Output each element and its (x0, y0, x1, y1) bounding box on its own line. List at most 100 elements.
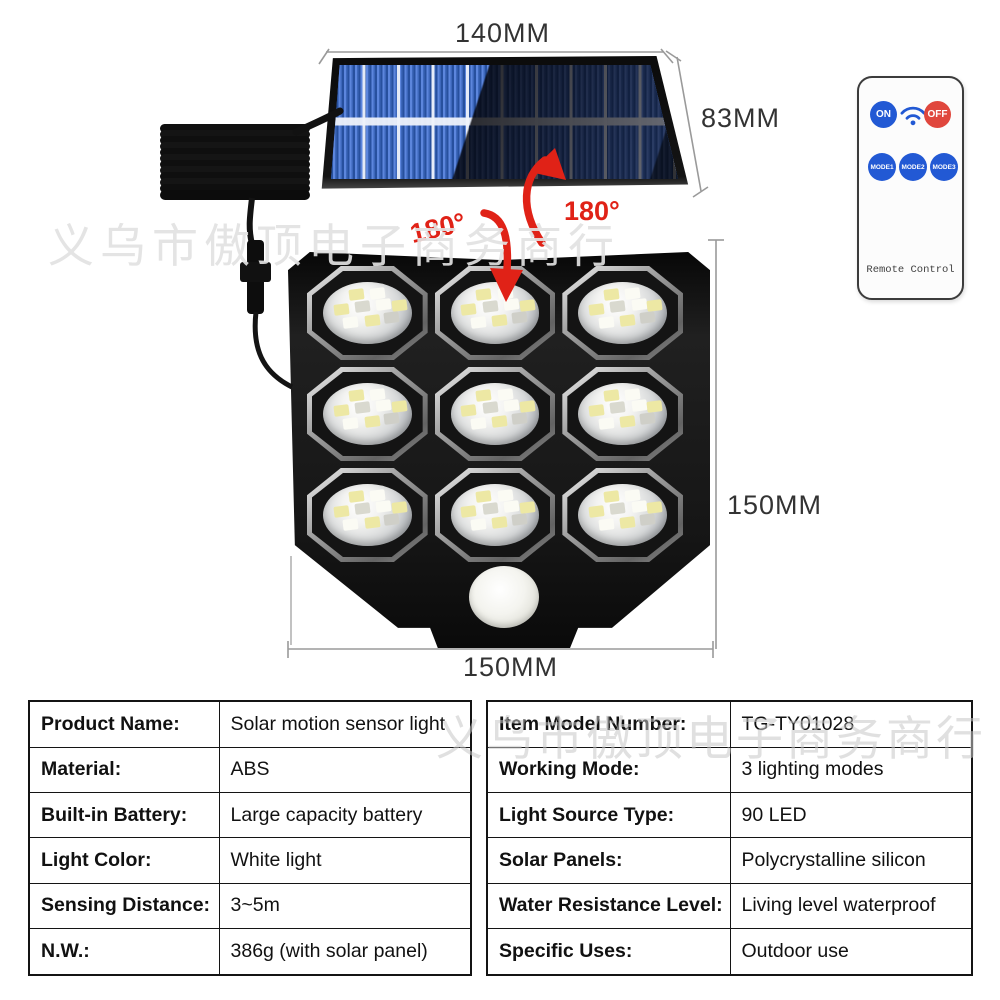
cable-down (246, 197, 255, 245)
table-row: Sensing Distance:3~5m (28, 882, 472, 930)
led-cluster-bezel (439, 271, 551, 355)
led-chip (364, 515, 381, 529)
led-chip (588, 403, 605, 417)
row-label: Working Mode: (486, 746, 731, 794)
pir-sensor-dome (469, 566, 539, 628)
led-cluster (307, 266, 428, 360)
led-chip (369, 387, 386, 401)
led-cluster (434, 266, 556, 360)
led-cluster-bezel (312, 372, 423, 456)
led-lens-dome (323, 484, 412, 546)
led-lens-dome (450, 383, 540, 445)
table-row: Light Color:White light (28, 837, 472, 884)
remote-mode2-button: MODE2 (899, 153, 927, 181)
row-value: Solar motion sensor light (218, 700, 472, 748)
led-lens-dome (578, 484, 667, 546)
row-value: 3~5m (218, 882, 472, 930)
remote-control: ON OFF MODE1 MODE2 MODE3 Remote Control (857, 76, 964, 300)
led-chip (391, 299, 408, 313)
row-label: Sensing Distance: (28, 882, 220, 930)
led-chip (391, 400, 408, 414)
led-chip (598, 417, 615, 431)
led-cluster-bezel (312, 473, 423, 557)
led-chip (354, 401, 371, 415)
remote-off-button: OFF (924, 101, 951, 128)
row-label: Specific Uses: (486, 928, 731, 976)
led-chip (460, 504, 477, 518)
led-lens-dome (578, 282, 667, 344)
led-chip (519, 299, 536, 313)
led-chip (470, 417, 487, 431)
led-chip (603, 389, 620, 403)
led-cluster-bezel (312, 271, 423, 355)
led-chip (481, 401, 499, 415)
led-chip (481, 502, 499, 516)
led-lens-dome (578, 383, 667, 445)
led-chip (470, 518, 487, 532)
led-chip (354, 300, 371, 314)
cable-coil (160, 124, 310, 200)
led-chip (491, 313, 509, 327)
led-chip (391, 501, 408, 515)
led-cluster-bezel (567, 473, 678, 557)
led-chip (511, 412, 528, 426)
table-row: Specific Uses:Outdoor use (486, 928, 973, 976)
row-value: TG-TY01028 (729, 700, 973, 748)
led-chip (609, 502, 626, 516)
led-chip (638, 513, 656, 527)
led-cluster (562, 266, 683, 360)
led-cluster-bezel (567, 271, 678, 355)
led-chip (369, 488, 386, 502)
led-chip (624, 387, 641, 401)
row-label: Water Resistance Level: (486, 882, 731, 930)
led-chip (348, 288, 365, 302)
led-chip (503, 398, 520, 412)
led-chip (630, 398, 648, 412)
led-chip (364, 313, 381, 327)
led-chip (646, 501, 664, 515)
row-label: N.W.: (28, 928, 220, 976)
led-lens-dome (323, 282, 412, 344)
row-value: 90 LED (729, 792, 973, 839)
dimension-label-panel-width: 140MM (455, 18, 551, 48)
led-cluster (562, 367, 683, 461)
cable-to-light (252, 311, 294, 390)
remote-label: Remote Control (866, 264, 955, 276)
led-chip (619, 414, 636, 428)
led-chip (460, 403, 477, 417)
dimension-label-panel-depth: 83MM (701, 103, 781, 133)
table-row: Solar Panels:Polycrystalline silicon (486, 837, 973, 884)
led-chip (342, 316, 360, 330)
led-chip (630, 297, 648, 311)
led-lens-dome (450, 282, 540, 344)
led-chip (348, 490, 365, 504)
led-lens-dome (323, 383, 412, 445)
led-chip (364, 414, 381, 428)
led-chip (624, 488, 641, 502)
row-label: Product Name: (28, 700, 220, 748)
led-chip (333, 302, 350, 316)
led-chip (375, 499, 392, 513)
led-chip (369, 286, 386, 300)
table-row: N.W.:386g (with solar panel) (28, 928, 472, 976)
led-chip (383, 412, 400, 426)
led-chip (519, 400, 536, 414)
led-chip (646, 299, 664, 313)
led-chip (646, 400, 664, 414)
row-value: Large capacity battery (218, 792, 472, 839)
led-chip (588, 504, 605, 518)
led-chip (342, 417, 360, 431)
led-chip (475, 490, 493, 504)
led-chip (481, 300, 499, 314)
led-cluster (434, 468, 556, 562)
led-lens-dome (450, 484, 540, 546)
led-chip (460, 302, 477, 316)
led-chip (619, 515, 636, 529)
led-chip (354, 502, 371, 516)
remote-mode3-button: MODE3 (930, 153, 958, 181)
led-chip (497, 488, 514, 502)
table-row: Light Source Type:90 LED (486, 792, 973, 839)
dimension-label-fixture-height: 150MM (727, 490, 823, 520)
led-chip (491, 414, 509, 428)
